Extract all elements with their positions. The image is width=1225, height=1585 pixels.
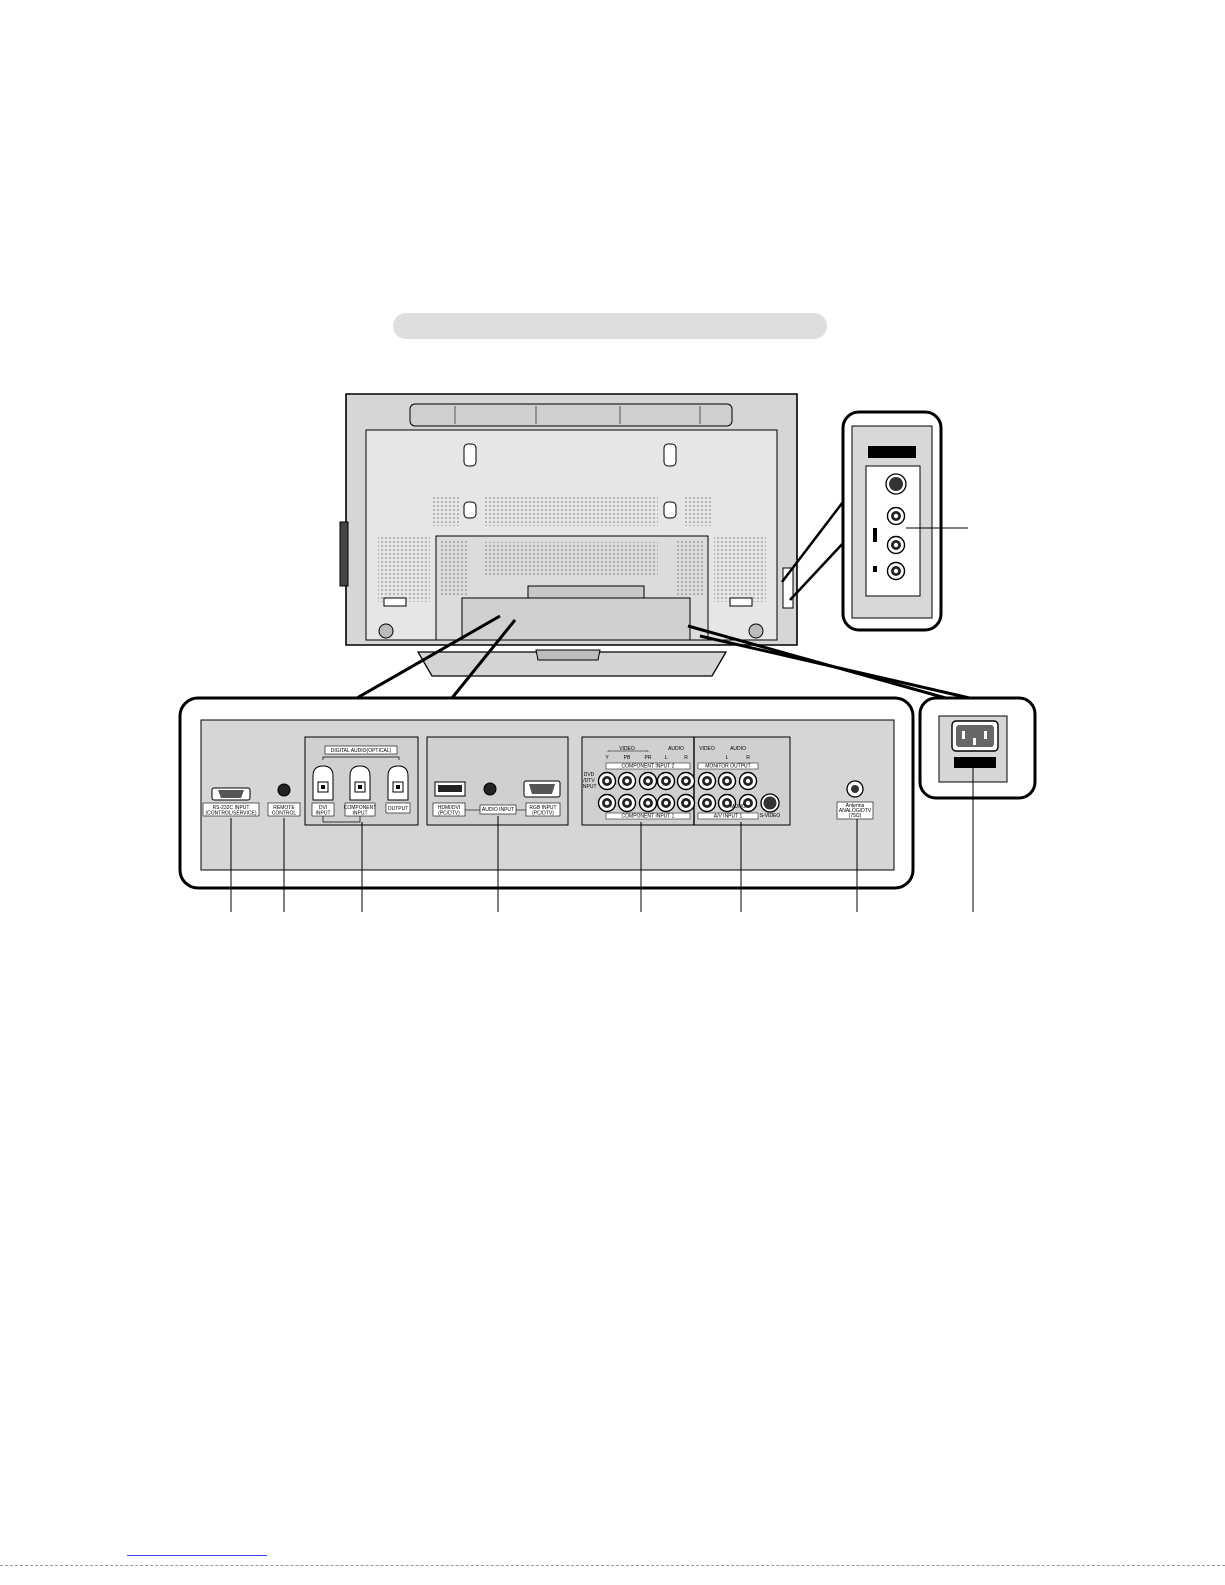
digital-audio-block: DIGITAL AUDIO(OPTICAL) DVI INPUT COMPONE… [304,736,419,826]
comp-y-label: Y [605,755,609,761]
rs232c-port: RS-232C INPUT (CONTROL/SERVICE) [202,787,260,817]
rgb-label: RGB INPUT [529,805,556,811]
hdmi-label: HDMI/DVI [438,805,461,811]
antenna-label: Antenna [846,803,865,809]
antenna-port: Antenna ANALOG/DTV (75Ω) [836,780,874,820]
audio-label-mon: AUDIO [730,746,746,752]
dvd-label: DVD [584,772,595,778]
av-input-1-label: A/V INPUT 1 [714,814,743,820]
rear-connector-panel: RS-232C INPUT (CONTROL/SERVICE) REMOTE C… [178,696,915,890]
side-av-inset [781,410,968,632]
rgb-sublabel: (PC/DTV) [532,811,554,817]
audio-r-mon: R [746,755,750,761]
remote-control-port: REMOTE CONTROL [267,783,301,817]
callout-lines [230,768,974,912]
antenna-impedance: (75Ω) [849,813,862,819]
video-label-comp: VIDEO [619,746,635,752]
comp-pr-label: PR [645,755,652,761]
comp-pb-label: PB [624,755,631,761]
audio-input-label: AUDIO INPUT [482,807,514,813]
digital-audio-label: DIGITAL AUDIO(OPTICAL) [331,748,392,754]
audio-l-comp: L [665,755,668,761]
hdmi-sublabel: (PC/DTV) [438,811,460,817]
component-av-block: VIDEO AUDIO Y PB PR L R VIDEO AUDIO L R … [581,736,791,826]
component-optical-sublabel: INPUT [353,811,368,817]
power-inlet-inset [918,696,1037,800]
s-video-label: S-VIDEO [760,813,781,819]
dvi-optical-sublabel: INPUT [316,811,331,817]
pointer-lines [349,614,1001,707]
footer-link-underline [127,1555,267,1556]
hdmi-rgb-block: HDMI/DVI (PC/DTV) AUDIO INPUT RGB INPUT … [426,736,569,826]
component-optical-label: COMPONENT [344,805,377,811]
video-label-mon: VIDEO [699,746,715,752]
title-bar [393,313,827,339]
dvi-optical-label: DVI [319,805,327,811]
optical-output-label: OUTPUT [388,806,409,812]
component-input-1-label: COMPONENT INPUT 1 [622,814,675,820]
tv-rear-view [339,393,798,677]
component-input-2-label: COMPONENT INPUT 2 [622,764,675,770]
dvd-input-label: INPUT [582,784,597,790]
rs232c-sublabel: (CONTROL/SERVICE) [205,811,256,817]
audio-r-comp: R [684,755,688,761]
audio-l-mon: L [726,755,729,761]
antenna-sublabel: ANALOG/DTV [839,808,872,814]
dtv-label: /DTV [583,778,595,784]
rs232c-label: RS-232C INPUT [213,805,250,811]
audio-label-comp: AUDIO [668,746,684,752]
mono-label: MONO [730,804,746,810]
footer-dashed-rule [0,1565,1225,1566]
monitor-output-label: MONITOR OUTPUT [705,764,750,770]
remote-sublabel: CONTROL [272,811,297,817]
remote-label: REMOTE [273,805,295,811]
